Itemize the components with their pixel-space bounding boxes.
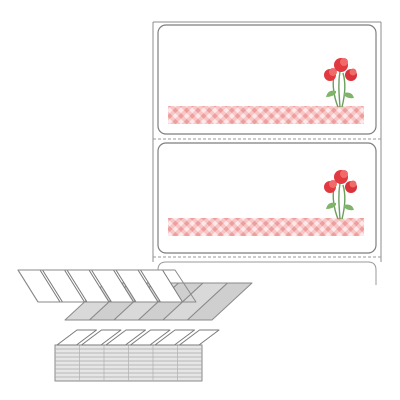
stack-label xyxy=(81,329,122,346)
gingham-band xyxy=(168,106,364,124)
label-strip xyxy=(152,21,382,350)
fold-segment xyxy=(187,282,253,321)
product-type: continuous fanfold labels xyxy=(0,0,1,1)
carnation-bouquet-icon xyxy=(324,170,357,220)
gingham-band xyxy=(168,218,364,236)
label-3-partial xyxy=(157,261,377,285)
stack-label xyxy=(105,329,146,346)
label-2 xyxy=(157,142,377,254)
label-1 xyxy=(157,24,377,135)
stack-label xyxy=(56,329,97,346)
stack-label xyxy=(179,329,220,346)
carnation-bouquet-icon xyxy=(324,58,357,108)
fanfold-stack xyxy=(17,269,253,382)
open-sheet-outline xyxy=(17,269,197,303)
stack-label xyxy=(154,329,195,346)
stack-label xyxy=(130,329,171,346)
